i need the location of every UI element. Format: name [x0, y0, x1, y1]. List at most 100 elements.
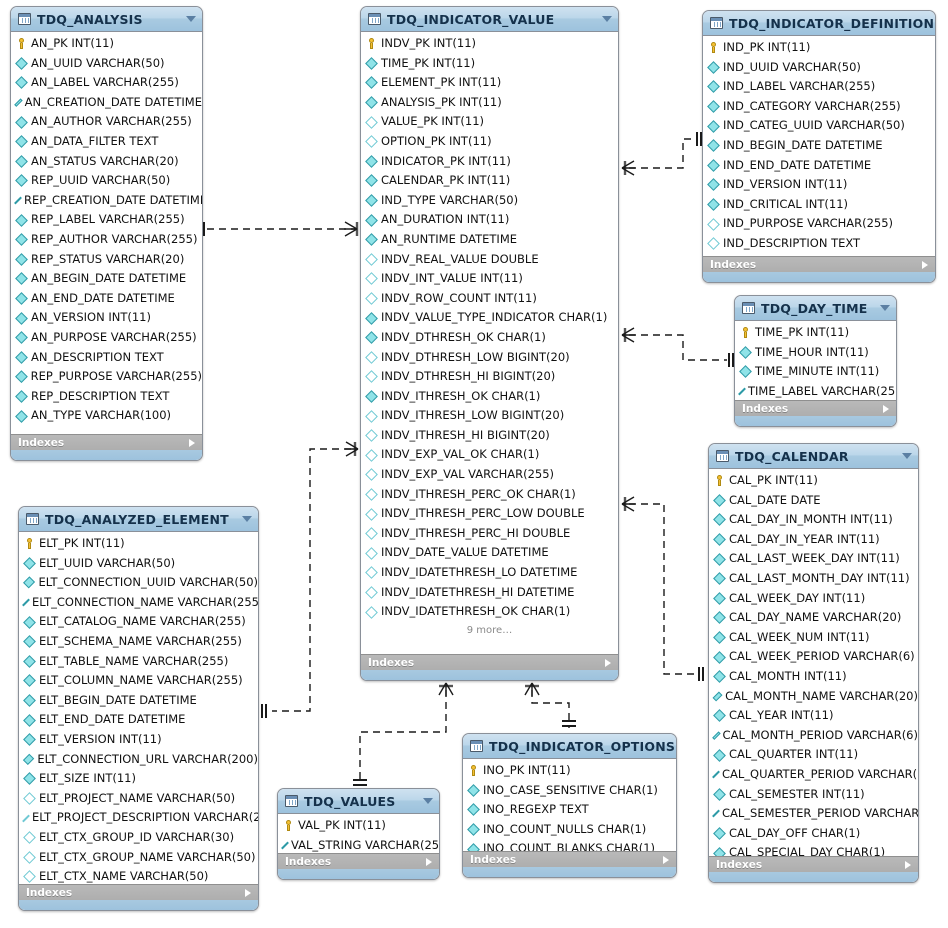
column-row[interactable]: AN_DATA_FILTER TEXT: [11, 132, 202, 152]
column-row[interactable]: TIME_MINUTE INT(11): [735, 362, 896, 382]
column-row[interactable]: REP_PURPOSE VARCHAR(255): [11, 367, 202, 387]
column-row[interactable]: ELT_UUID VARCHAR(50): [19, 554, 258, 574]
column-row[interactable]: IND_TYPE VARCHAR(50): [361, 191, 618, 211]
column-row[interactable]: AN_PK INT(11): [11, 34, 202, 54]
column-row[interactable]: CAL_MONTH_NAME VARCHAR(20): [709, 687, 918, 707]
play-triangle-icon[interactable]: [883, 404, 889, 413]
column-row[interactable]: REP_DESCRIPTION TEXT: [11, 387, 202, 407]
column-row[interactable]: INDV_ITHRESH_PERC_LOW DOUBLE: [361, 504, 618, 524]
chevron-down-icon[interactable]: [186, 16, 196, 22]
column-row[interactable]: AN_RUNTIME DATETIME: [361, 230, 618, 250]
column-row[interactable]: INDV_ITHRESH_PERC_OK CHAR(1): [361, 485, 618, 505]
column-row[interactable]: IND_VERSION INT(11): [703, 175, 935, 195]
column-row[interactable]: TIME_HOUR INT(11): [735, 343, 896, 363]
column-row[interactable]: AN_DURATION INT(11): [361, 210, 618, 230]
column-row[interactable]: AN_AUTHOR VARCHAR(255): [11, 112, 202, 132]
chevron-down-icon[interactable]: [242, 516, 252, 522]
column-row[interactable]: AN_CREATION_DATE DATETIME: [11, 93, 202, 113]
table-header[interactable]: TDQ_CALENDAR: [709, 444, 918, 469]
column-row[interactable]: INDV_PK INT(11): [361, 34, 618, 54]
column-row[interactable]: ELT_SIZE INT(11): [19, 769, 258, 789]
column-row[interactable]: CAL_MONTH_PERIOD VARCHAR(6): [709, 726, 918, 746]
column-row[interactable]: CAL_WEEK_PERIOD VARCHAR(6): [709, 647, 918, 667]
indexes-section[interactable]: Indexes: [278, 853, 439, 869]
column-row[interactable]: ELT_CONNECTION_NAME VARCHAR(255): [19, 593, 258, 613]
column-row[interactable]: TIME_PK INT(11): [361, 54, 618, 74]
indexes-section[interactable]: Indexes: [463, 851, 676, 867]
column-row[interactable]: AN_VERSION INT(11): [11, 308, 202, 328]
column-row[interactable]: INDICATOR_PK INT(11): [361, 152, 618, 172]
table-header[interactable]: TDQ_VALUES: [278, 789, 439, 814]
column-row[interactable]: OPTION_PK INT(11): [361, 132, 618, 152]
column-row[interactable]: INDV_ITHRESH_LOW BIGINT(20): [361, 406, 618, 426]
column-row[interactable]: ELT_CTX_NAME VARCHAR(50): [19, 867, 258, 887]
indexes-section[interactable]: Indexes: [361, 654, 618, 670]
column-row[interactable]: CAL_LAST_MONTH_DAY INT(11): [709, 569, 918, 589]
play-triangle-icon[interactable]: [245, 888, 251, 897]
table-header[interactable]: TDQ_ANALYSIS: [11, 7, 202, 32]
column-row[interactable]: INDV_IDATETHRESH_OK CHAR(1): [361, 602, 618, 622]
column-row[interactable]: IND_UUID VARCHAR(50): [703, 58, 935, 78]
table-header[interactable]: TDQ_INDICATOR_DEFINITION: [703, 11, 935, 36]
column-row[interactable]: INDV_DTHRESH_LOW BIGINT(20): [361, 348, 618, 368]
column-row[interactable]: IND_LABEL VARCHAR(255): [703, 77, 935, 97]
column-row[interactable]: ELT_CTX_GROUP_ID VARCHAR(30): [19, 828, 258, 848]
column-row[interactable]: INO_COUNT_NULLS CHAR(1): [463, 820, 676, 840]
column-row[interactable]: INDV_ITHRESH_PERC_HI DOUBLE: [361, 524, 618, 544]
indexes-section[interactable]: Indexes: [19, 884, 258, 900]
column-row[interactable]: AN_PURPOSE VARCHAR(255): [11, 328, 202, 348]
column-row[interactable]: INDV_ITHRESH_HI BIGINT(20): [361, 426, 618, 446]
column-row[interactable]: CAL_SEMESTER_PERIOD VARCHAR(6): [709, 804, 918, 824]
column-row[interactable]: REP_CREATION_DATE DATETIME: [11, 191, 202, 211]
column-row[interactable]: INDV_VALUE_TYPE_INDICATOR CHAR(1): [361, 308, 618, 328]
column-row[interactable]: INO_REGEXP TEXT: [463, 800, 676, 820]
column-row[interactable]: VALUE_PK INT(11): [361, 112, 618, 132]
column-row[interactable]: INO_CASE_SENSITIVE CHAR(1): [463, 781, 676, 801]
column-row[interactable]: ELT_SCHEMA_NAME VARCHAR(255): [19, 632, 258, 652]
column-row[interactable]: ELT_CTX_GROUP_NAME VARCHAR(50): [19, 848, 258, 868]
play-triangle-icon[interactable]: [922, 260, 928, 269]
column-row[interactable]: ELT_CATALOG_NAME VARCHAR(255): [19, 612, 258, 632]
column-row[interactable]: AN_UUID VARCHAR(50): [11, 54, 202, 74]
column-row[interactable]: REP_STATUS VARCHAR(20): [11, 250, 202, 270]
column-row[interactable]: ELT_PROJECT_NAME VARCHAR(50): [19, 789, 258, 809]
column-row[interactable]: AN_TYPE VARCHAR(100): [11, 406, 202, 426]
column-row[interactable]: ELT_PROJECT_DESCRIPTION VARCHAR(200): [19, 808, 258, 828]
column-row[interactable]: ANALYSIS_PK INT(11): [361, 93, 618, 113]
column-row[interactable]: TIME_LABEL VARCHAR(255): [735, 382, 896, 402]
play-triangle-icon[interactable]: [605, 658, 611, 667]
column-row[interactable]: ELT_PK INT(11): [19, 534, 258, 554]
indexes-section[interactable]: Indexes: [11, 434, 202, 450]
column-row[interactable]: IND_END_DATE DATETIME: [703, 156, 935, 176]
column-row[interactable]: CAL_YEAR INT(11): [709, 706, 918, 726]
play-triangle-icon[interactable]: [663, 855, 669, 864]
column-row[interactable]: REP_AUTHOR VARCHAR(255): [11, 230, 202, 250]
column-row[interactable]: IND_PURPOSE VARCHAR(255): [703, 214, 935, 234]
column-row[interactable]: IND_CRITICAL INT(11): [703, 195, 935, 215]
chevron-down-icon[interactable]: [423, 798, 433, 804]
column-row[interactable]: ELT_VERSION INT(11): [19, 730, 258, 750]
column-row[interactable]: IND_PK INT(11): [703, 38, 935, 58]
column-row[interactable]: INDV_DATE_VALUE DATETIME: [361, 543, 618, 563]
column-row[interactable]: AN_END_DATE DATETIME: [11, 289, 202, 309]
column-row[interactable]: ELT_BEGIN_DATE DATETIME: [19, 691, 258, 711]
column-row[interactable]: INDV_DTHRESH_HI BIGINT(20): [361, 367, 618, 387]
column-row[interactable]: IND_CATEGORY VARCHAR(255): [703, 97, 935, 117]
column-row[interactable]: CAL_QUARTER INT(11): [709, 745, 918, 765]
indexes-section[interactable]: Indexes: [709, 856, 918, 872]
column-row[interactable]: AN_LABEL VARCHAR(255): [11, 73, 202, 93]
table-header[interactable]: TDQ_ANALYZED_ELEMENT: [19, 507, 258, 532]
play-triangle-icon[interactable]: [426, 857, 432, 866]
column-row[interactable]: CAL_DAY_NAME VARCHAR(20): [709, 608, 918, 628]
table-header[interactable]: TDQ_INDICATOR_VALUE: [361, 7, 618, 32]
column-row[interactable]: TIME_PK INT(11): [735, 323, 896, 343]
column-row[interactable]: ELT_CONNECTION_UUID VARCHAR(50): [19, 573, 258, 593]
column-row[interactable]: CAL_SPECIAL_DAY CHAR(1): [709, 843, 918, 863]
